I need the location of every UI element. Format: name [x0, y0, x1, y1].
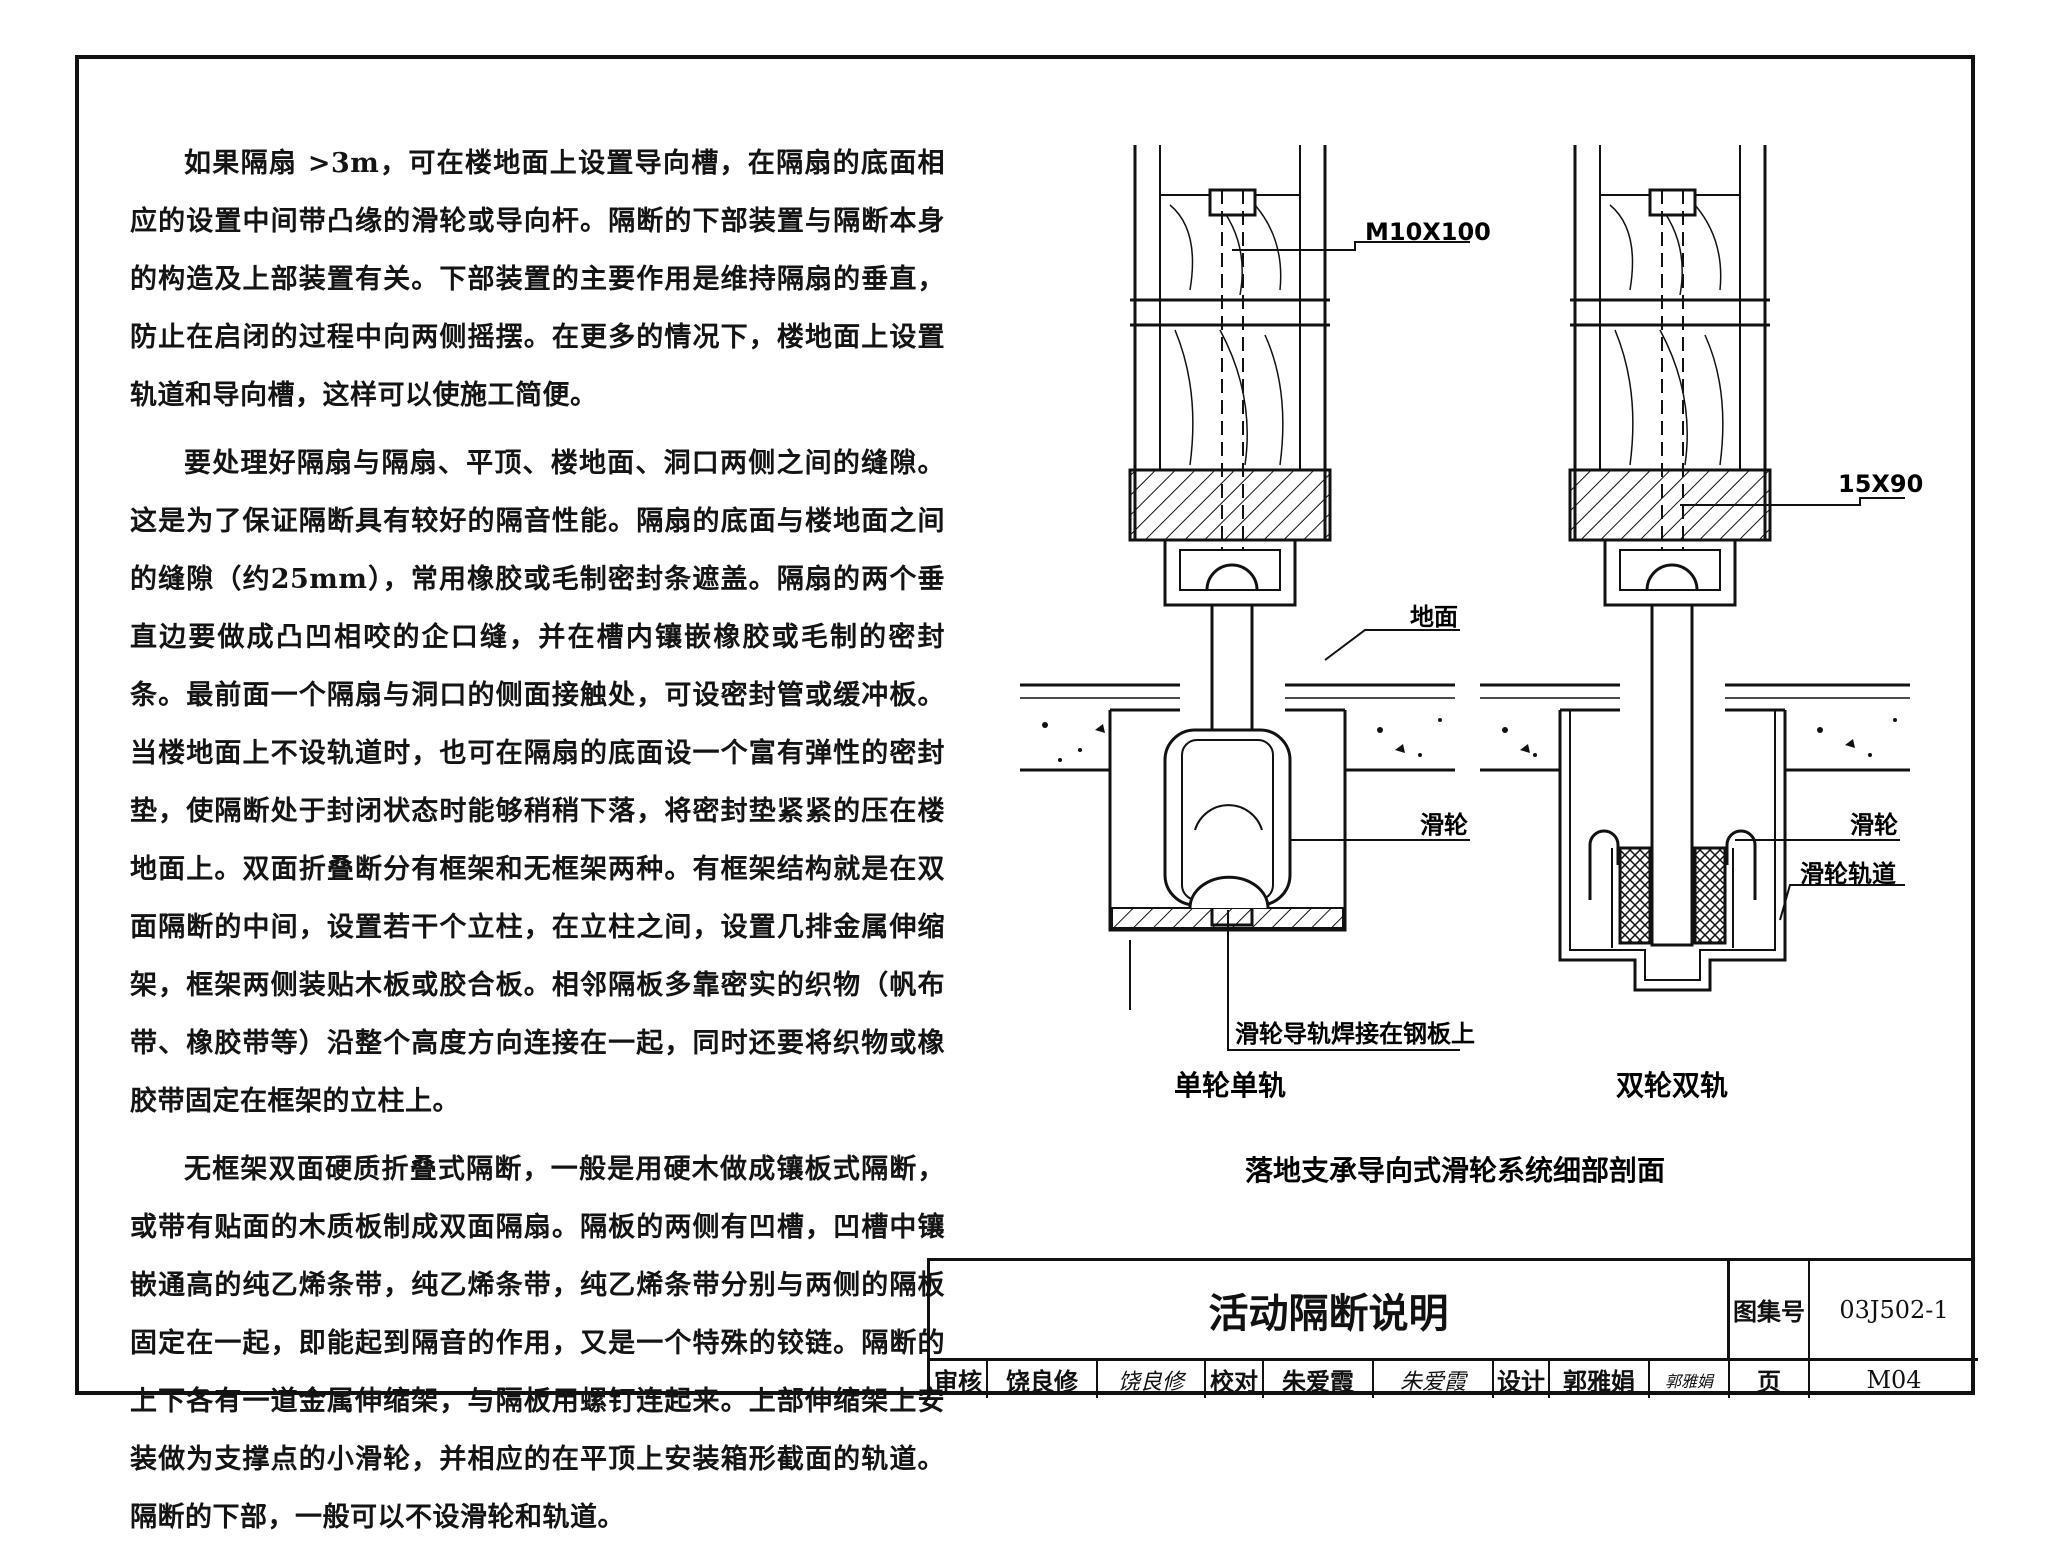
- reviewer-name: 饶良修: [988, 1361, 1098, 1398]
- paragraph-1: 如果隔扇 >3m，可在楼地面上设置导向槽，在隔扇的底面相应的设置中间带凸缘的滑轮…: [130, 148, 945, 411]
- bolt-label: M10X100: [1365, 218, 1491, 246]
- sheet-title: 活动隔断说明: [930, 1261, 1730, 1361]
- check-label: 校对: [1206, 1361, 1264, 1398]
- atlas-number: 03J502-1: [1810, 1261, 1978, 1361]
- designer-name: 郭雅娟: [1550, 1361, 1650, 1398]
- checker-name: 朱爱霞: [1264, 1361, 1374, 1398]
- designer-signature: 郭雅娟: [1650, 1361, 1730, 1398]
- pulley-section-drawing: M10X100 15X90 地面 滑轮 滑轮 滑轮轨道 滑轮导轨焊接在钢板上 单…: [1000, 130, 1960, 1200]
- paragraph-2: 要处理好隔扇与隔扇、平顶、楼地面、洞口两侧之间的缝隙。这是为了保证隔断具有较好的…: [130, 448, 945, 1117]
- atlas-label: 图集号: [1730, 1261, 1810, 1361]
- page-label: 页: [1730, 1361, 1810, 1398]
- pulley-label-left: 滑轮: [1420, 811, 1468, 839]
- concrete-fill-right: [1502, 718, 1897, 757]
- paragraph-3: 无框架双面硬质折叠式隔断，一般是用硬木做成镶板式隔断，或带有贴面的木质板制成双面…: [130, 1154, 945, 1533]
- pulley-label-right: 滑轮: [1850, 811, 1898, 839]
- weld-note: 滑轮导轨焊接在钢板上: [1235, 1020, 1475, 1048]
- review-label: 审核: [930, 1361, 988, 1398]
- page-number: M04: [1866, 1365, 1922, 1394]
- design-label: 设计: [1494, 1361, 1550, 1398]
- description-text: 如果隔扇 >3m，可在楼地面上设置导向槽，在隔扇的底面相应的设置中间带凸缘的滑轮…: [130, 135, 945, 1547]
- single-wheel-assembly: [1020, 145, 1460, 1051]
- drawing-title: 落地支承导向式滑轮系统细部剖面: [1245, 1154, 1665, 1187]
- leader-lines: [1232, 241, 1905, 921]
- caption-double-wheel: 双轮双轨: [1616, 1069, 1728, 1102]
- concrete-fill-left: [1042, 718, 1442, 762]
- title-block: 活动隔断说明 图集号 03J502-1 审核 饶良修 饶良修 校对 朱爱霞 朱爱…: [927, 1258, 1978, 1398]
- reviewer-signature: 饶良修: [1098, 1361, 1206, 1398]
- checker-signature: 朱爱霞: [1374, 1361, 1494, 1398]
- track-label: 滑轮轨道: [1800, 860, 1896, 888]
- timber-label: 15X90: [1838, 470, 1923, 498]
- floor-label: 地面: [1410, 603, 1458, 631]
- drawing-frame: [75, 55, 1975, 1395]
- caption-single-wheel: 单轮单轨: [1174, 1069, 1286, 1102]
